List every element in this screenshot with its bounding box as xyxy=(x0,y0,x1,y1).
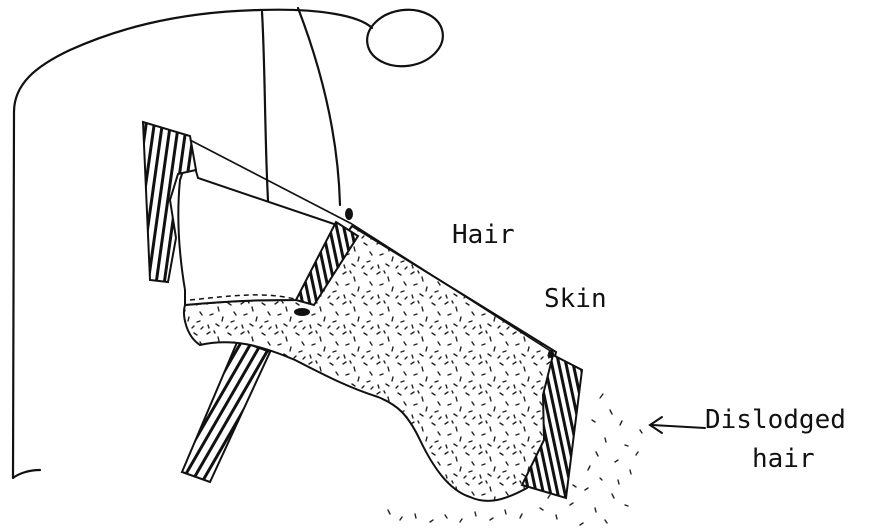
support-stand xyxy=(182,340,270,482)
label-dislodged: Dislodged xyxy=(705,407,846,433)
label-dislodged-hair: hair xyxy=(752,446,815,472)
label-skin: Skin xyxy=(544,286,607,312)
arrow-icon xyxy=(650,417,705,433)
label-hair: Hair xyxy=(452,222,515,248)
